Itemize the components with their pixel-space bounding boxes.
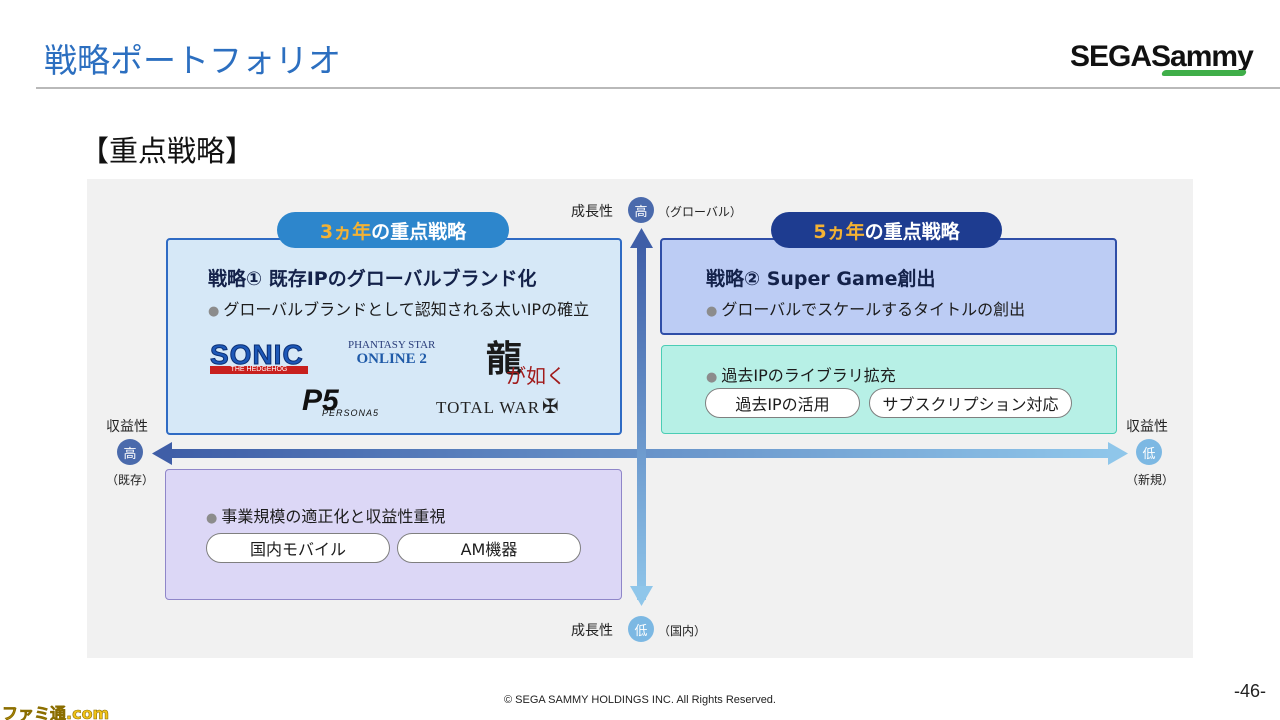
ryu-ga-gotoku-logo: 龍 [486,338,523,380]
slide-title: 戦略ポートフォリオ [44,41,341,80]
tag-three-year: 3ヵ年の重点戦略 [277,212,509,248]
tag-three-year-text: の重点戦略 [371,220,467,243]
logo-sammy-text: Sammy [1151,40,1254,73]
tag-three-year-accent: 3ヵ年 [319,220,372,243]
axis-bottom-level: 低 [628,616,654,642]
tag-five-year-text: の重点戦略 [864,220,960,243]
axis-left-level: 高 [117,439,143,465]
persona5-logo: P5 [302,384,339,417]
pill-domestic-mobile: 国内モバイル [206,533,390,563]
efficiency-bullet-text: 事業規模の適正化と収益性重視 [221,507,446,526]
phantasy-star-online-2-logo: PHANTASY STAR ONLINE 2 [348,338,436,367]
library-bullet: ●過去IPのライブラリ拡充 [706,362,896,386]
logo-sega-text: SEGA [1070,40,1152,73]
section-heading: 【重点戦略】 [80,134,255,168]
axis-right-label: 収益性 [1126,419,1168,435]
axis-right-level: 低 [1136,439,1162,465]
strategy-1-bullet-text: グローバルブランドとして認知される太いIPの確立 [223,300,590,319]
axis-left-note: （既存） [106,473,155,487]
axis-bottom-note: （国内） [658,624,707,638]
ryu-ga-gotoku-logo-sub: が如く [506,364,566,388]
sonic-logo: SONIC [210,339,304,371]
axis-top-note: （グローバル） [658,205,742,219]
pill-subscription: サブスクリプション対応 [869,388,1072,418]
pill-am-machines: AM機器 [397,533,581,563]
strategy-2-bullet: ●グローバルでスケールするタイトルの創出 [706,296,1025,320]
efficiency-bullet: ●事業規模の適正化と収益性重視 [206,503,445,527]
bullet-dot: ● [208,304,220,319]
tag-five-year-accent: 5ヵ年 [813,220,865,243]
famitsu-watermark: ファミ通.com [2,704,110,720]
axis-top-level: 高 [628,197,654,223]
sega-sammy-logo: SEGASammy [1070,40,1254,76]
tag-five-year: 5ヵ年の重点戦略 [771,212,1002,248]
axis-top-label: 成長性 [571,204,613,220]
pso-line-1: PHANTASY STAR [348,339,436,351]
axis-left-label: 収益性 [106,419,148,435]
header-divider [36,87,1280,89]
strategy-1-title: 戦略① 既存IPのグローバルブランド化 [208,268,537,290]
bullet-dot: ● [206,511,218,526]
strategy-2-title: 戦略② Super Game創出 [706,268,936,290]
persona5-logo-sub: PERSONA5 [322,408,380,418]
strategy-1-bullet: ●グローバルブランドとして認知される太いIPの確立 [208,296,589,320]
strategy-2-bullet-text: グローバルでスケールするタイトルの創出 [721,300,1026,319]
bullet-dot: ● [706,370,718,385]
page-number: -46- [1233,681,1266,701]
axis-bottom-label: 成長性 [571,623,613,639]
pill-past-ip: 過去IPの活用 [705,388,860,418]
total-war-logo: TOTAL WAR [436,398,541,417]
library-bullet-text: 過去IPのライブラリ拡充 [721,366,896,385]
total-war-emblem-icon: ✠ [542,394,559,418]
bullet-dot: ● [706,304,718,319]
pso-line-2: ONLINE 2 [356,351,427,367]
vertical-axis-arrow [630,228,653,606]
sonic-logo-subtitle: THE HEDGEHOG [210,366,308,374]
copyright-footer: © SEGA SAMMY HOLDINGS INC. All Rights Re… [504,694,776,706]
axis-right-note: （新規） [1126,473,1175,487]
